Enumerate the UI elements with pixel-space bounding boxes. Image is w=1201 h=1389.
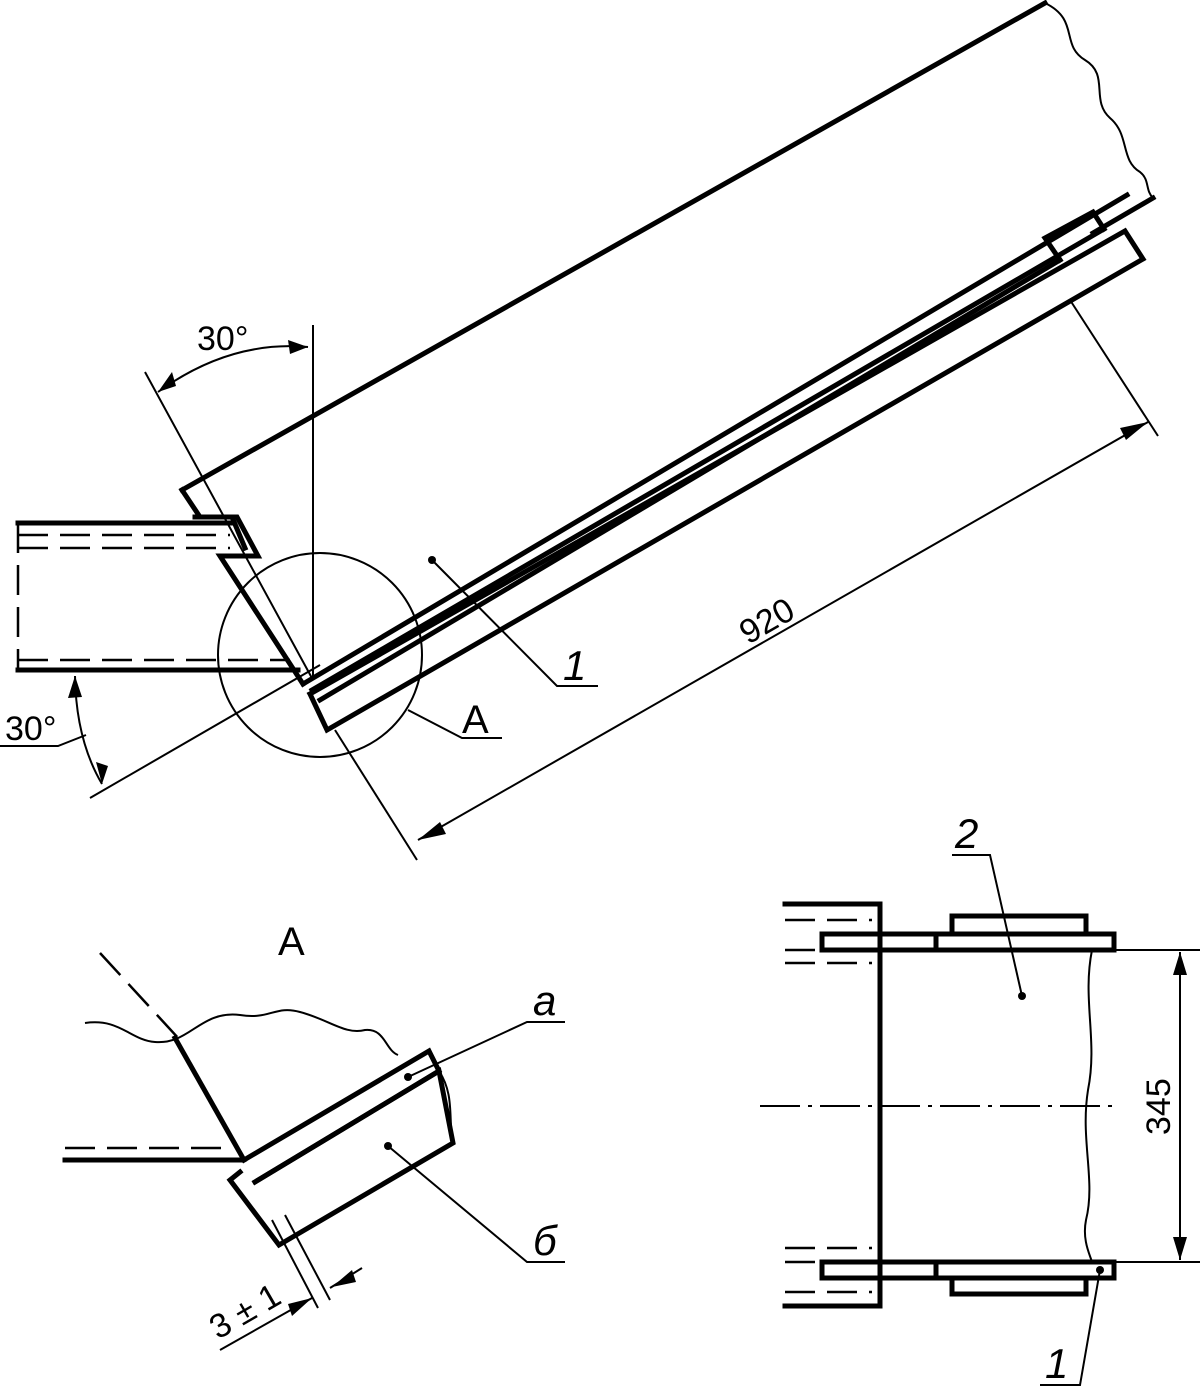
callout-1-main-label: 1 (563, 642, 586, 689)
detail-title: A (278, 920, 305, 964)
inlet-pipe (15, 520, 301, 673)
inclined-duct (178, 0, 1157, 734)
angle-left-label: 30° (5, 710, 56, 748)
length-dimension: 920 (334, 299, 1159, 861)
angle-top-label: 30° (197, 320, 248, 358)
callout-1-side-label: 1 (1045, 1340, 1068, 1387)
left-angle-dimension: 30° (0, 664, 321, 799)
dim-length-label: 920 (733, 591, 801, 652)
side-view: 345 2 1 (760, 810, 1200, 1387)
main-view: 30° 30° 920 A (0, 0, 1159, 861)
dim-width-label: 345 (1140, 1078, 1178, 1135)
detail-view-a: A 3 ± 1 а б (62, 920, 565, 1351)
top-angle-dimension: 30° (144, 320, 314, 681)
callout-a-main-label: A (462, 698, 489, 742)
callout-b-label: б (533, 1217, 558, 1264)
callout-1-main: 1 (428, 556, 598, 689)
callout-a-label: а (533, 977, 556, 1024)
callout-2-label: 2 (954, 810, 978, 857)
detail-circle: A (217, 552, 502, 758)
